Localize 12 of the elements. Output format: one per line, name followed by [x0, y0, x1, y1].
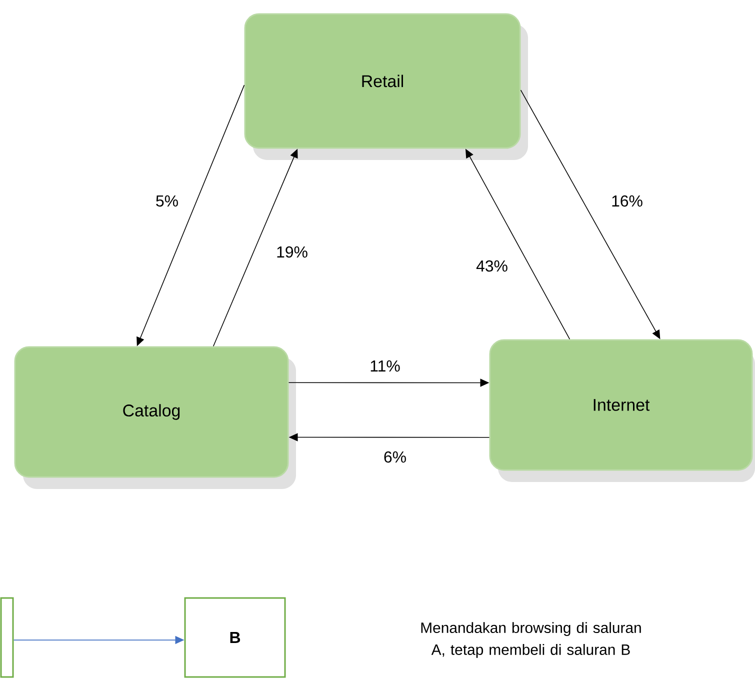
- channel-box: Retail: [244, 13, 521, 149]
- legend-box: B: [184, 597, 286, 678]
- edge-label: 11%: [368, 359, 402, 373]
- legend-box: [0, 597, 14, 678]
- channel-box: Internet: [489, 339, 753, 471]
- edge-label: 19%: [275, 245, 309, 259]
- edge-label: 43%: [475, 259, 509, 273]
- edge-label: 16%: [610, 194, 644, 208]
- edge-label: 5%: [154, 194, 180, 208]
- note-text: Menandakan browsing di saluran A, tetap membeli di saluran B: [421, 622, 641, 658]
- channel-box: Catalog: [14, 346, 289, 478]
- edge-label: 6%: [382, 450, 408, 464]
